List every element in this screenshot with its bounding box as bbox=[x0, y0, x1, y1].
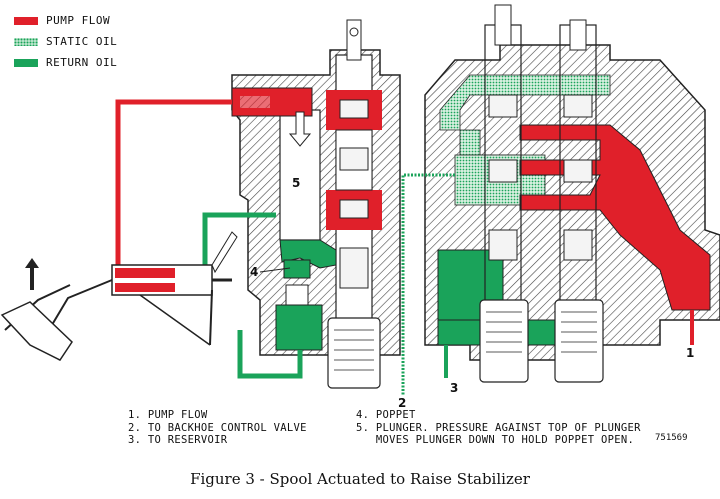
pump-flow-swatch bbox=[14, 16, 38, 25]
callouts: 5 4 2 3 1 bbox=[250, 176, 694, 410]
figure-caption: Figure 3 - Spool Actuated to Raise Stabi… bbox=[190, 470, 530, 488]
note-item: 2. TO BACKHOE CONTROL VALVE bbox=[128, 421, 307, 434]
callout-4: 4 bbox=[250, 265, 258, 279]
left-valve-body bbox=[231, 19, 401, 389]
note-item: MOVES PLUNGER DOWN TO HOLD POPPET OPEN. bbox=[356, 434, 635, 446]
figure-number: 751569 bbox=[655, 433, 688, 443]
callout-3: 3 bbox=[450, 381, 458, 395]
legend-label: PUMP FLOW bbox=[46, 14, 111, 27]
note-item: 4. POPPET bbox=[356, 409, 416, 421]
note-item: 1. PUMP FLOW bbox=[128, 409, 208, 421]
legend-item-pump-flow: PUMP FLOW bbox=[14, 10, 117, 31]
legend-label: STATIC OIL bbox=[46, 35, 118, 48]
note-item: 3. TO RESERVOIR bbox=[128, 434, 228, 446]
static-oil-swatch bbox=[14, 37, 38, 46]
return-oil-lines bbox=[202, 212, 448, 379]
legend-item-static-oil: STATIC OIL bbox=[14, 31, 117, 52]
note-item: 5. PLUNGER. PRESSURE AGAINST TOP OF PLUN… bbox=[356, 421, 641, 434]
stabilizer-assembly bbox=[0, 231, 238, 361]
raise-arrow-icon bbox=[25, 258, 39, 290]
callout-1: 1 bbox=[686, 346, 694, 360]
callout-2: 2 bbox=[398, 396, 406, 410]
legend: PUMP FLOW STATIC OIL RETURN OIL bbox=[14, 10, 117, 73]
legend-label: RETURN OIL bbox=[46, 56, 118, 69]
return-oil-swatch bbox=[14, 58, 38, 67]
right-valve-body bbox=[424, 4, 720, 383]
callout-5: 5 bbox=[292, 176, 300, 190]
legend-item-return-oil: RETURN OIL bbox=[14, 52, 117, 73]
